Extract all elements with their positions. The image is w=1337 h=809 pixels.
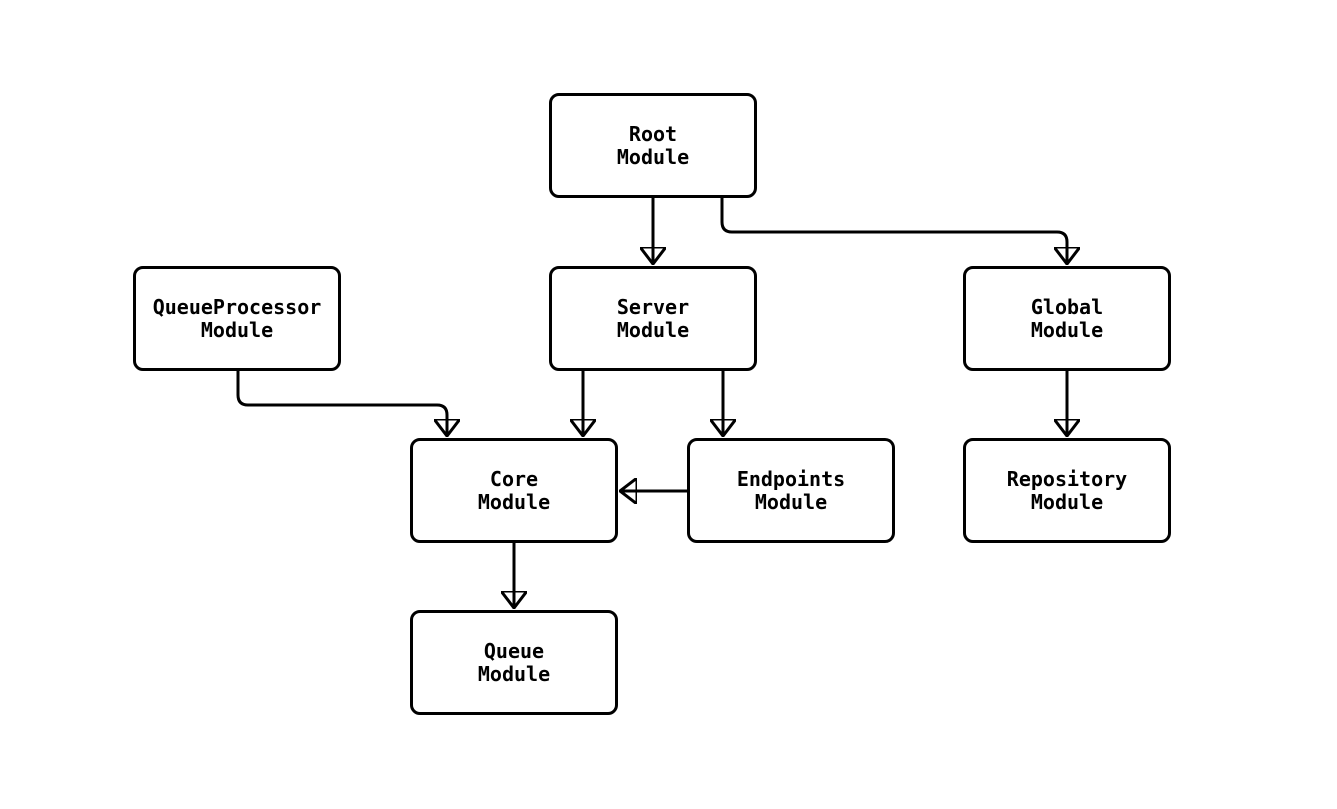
node-label-line2: Module bbox=[1030, 317, 1104, 342]
node-queueprocessor-module: QueueProcessor Module bbox=[133, 266, 341, 371]
node-core-module: Core Module bbox=[410, 438, 618, 543]
node-label-line1: Global bbox=[1030, 294, 1104, 319]
node-label-line2: Module bbox=[477, 661, 551, 686]
node-label-line2: Module bbox=[1030, 489, 1104, 514]
edge-queueprocessor-to-core bbox=[236, 371, 447, 436]
node-endpoints-module: Endpoints Module bbox=[687, 438, 895, 543]
node-root-module: Root Module bbox=[549, 93, 757, 198]
node-label-line1: Root bbox=[628, 121, 678, 146]
node-label-line1: Queue bbox=[483, 638, 545, 663]
node-label-line2: Module bbox=[754, 489, 828, 514]
node-label-line1: Core bbox=[489, 466, 539, 491]
node-queue-module: Queue Module bbox=[410, 610, 618, 715]
node-global-module: Global Module bbox=[963, 266, 1171, 371]
node-repository-module: Repository Module bbox=[963, 438, 1171, 543]
node-label-line1: Endpoints bbox=[736, 466, 846, 491]
node-label-line2: Module bbox=[616, 144, 690, 169]
edge-root-to-global bbox=[720, 198, 1067, 264]
node-server-module: Server Module bbox=[549, 266, 757, 371]
node-label-line1: QueueProcessor bbox=[152, 294, 322, 319]
node-label-line2: Module bbox=[616, 317, 690, 342]
node-label-line1: Server bbox=[616, 294, 690, 319]
node-label-line1: Repository bbox=[1006, 466, 1128, 491]
node-label-line2: Module bbox=[477, 489, 551, 514]
node-label-line2: Module bbox=[200, 317, 274, 342]
